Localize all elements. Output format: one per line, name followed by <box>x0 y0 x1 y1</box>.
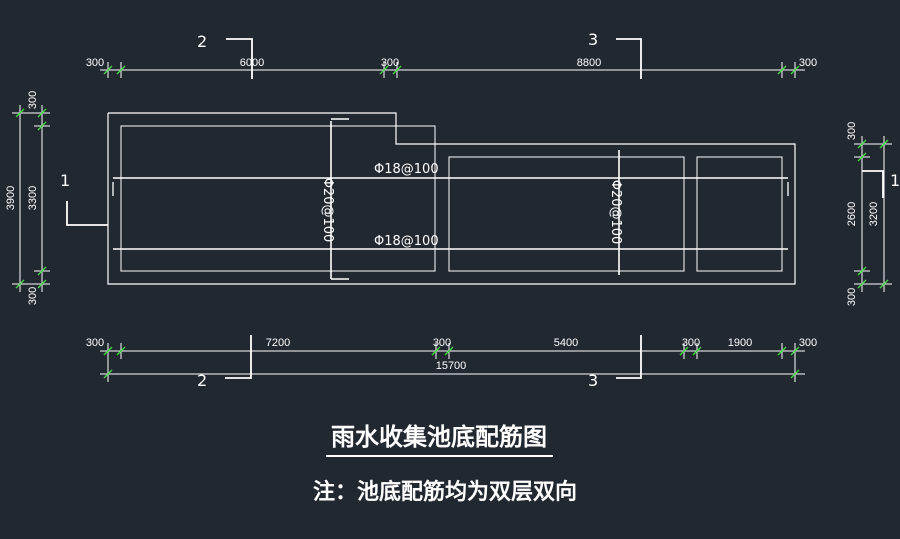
left-dim-300-bottom: 300 <box>27 287 39 305</box>
left-dim-300-top: 300 <box>27 91 39 109</box>
top-dim-8800: 8800 <box>577 57 601 69</box>
right-dimension-ticks <box>854 139 892 289</box>
bottom-dim-5400: 5400 <box>554 337 578 349</box>
rebar-label-horizontal-bottom: Φ18@100 <box>374 234 439 249</box>
bottom-dim-300-2: 300 <box>433 337 451 349</box>
top-dim-300-right: 300 <box>799 57 817 69</box>
section-marker-1-left <box>66 201 108 226</box>
section-label-2-bottom: 2 <box>197 371 207 390</box>
right-dim-300-top: 300 <box>846 122 858 140</box>
bottom-dim-300-3: 300 <box>682 337 700 349</box>
section-label-2-top: 2 <box>197 32 207 51</box>
top-dim-6000: 6000 <box>240 57 264 69</box>
bottom-dimension-ticks <box>103 343 800 382</box>
rebar-label-vertical-right: Φ20@100 <box>608 180 623 245</box>
left-dim-3300: 3300 <box>27 186 39 210</box>
rebar-label-horizontal-top: Φ18@100 <box>374 162 439 177</box>
top-dim-300-left: 300 <box>86 57 104 69</box>
section-marker-1-right <box>862 170 884 198</box>
section-marker-3-top <box>616 38 642 79</box>
bottom-dim-1900: 1900 <box>728 337 752 349</box>
section-marker-2-top <box>226 38 253 79</box>
right-dim-3200: 3200 <box>868 202 880 226</box>
right-dim-2600: 2600 <box>846 202 858 226</box>
bottom-dim-7200: 7200 <box>266 337 290 349</box>
section-label-1-left: 1 <box>60 171 70 190</box>
drawing-title: 雨水收集池底配筋图 <box>331 423 547 451</box>
left-dim-3900: 3900 <box>5 186 17 210</box>
pit-outline-1 <box>120 125 436 272</box>
bottom-dim-300-4: 300 <box>799 337 817 349</box>
pit-outline-3 <box>696 156 783 272</box>
bottom-dim-300-1: 300 <box>86 337 104 349</box>
left-dimension-ticks <box>12 108 50 289</box>
right-dim-300-bottom: 300 <box>846 288 858 306</box>
section-label-3-bottom: 3 <box>588 371 598 390</box>
section-marker-2-bottom <box>225 335 252 379</box>
drawing-note: 注：池底配筋均为双层双向 <box>313 479 577 505</box>
rebar-label-vertical-left: Φ20@100 <box>320 178 335 243</box>
bottom-dim-total-15700: 15700 <box>436 360 467 372</box>
top-dimension-ticks <box>103 62 800 78</box>
section-marker-3-bottom <box>616 335 642 379</box>
top-dim-300-mid: 300 <box>381 57 399 69</box>
slab-outline <box>107 112 796 285</box>
pit-outline-2 <box>448 156 685 272</box>
section-label-1-right: 1 <box>890 171 900 190</box>
section-label-3-top: 3 <box>588 30 598 49</box>
